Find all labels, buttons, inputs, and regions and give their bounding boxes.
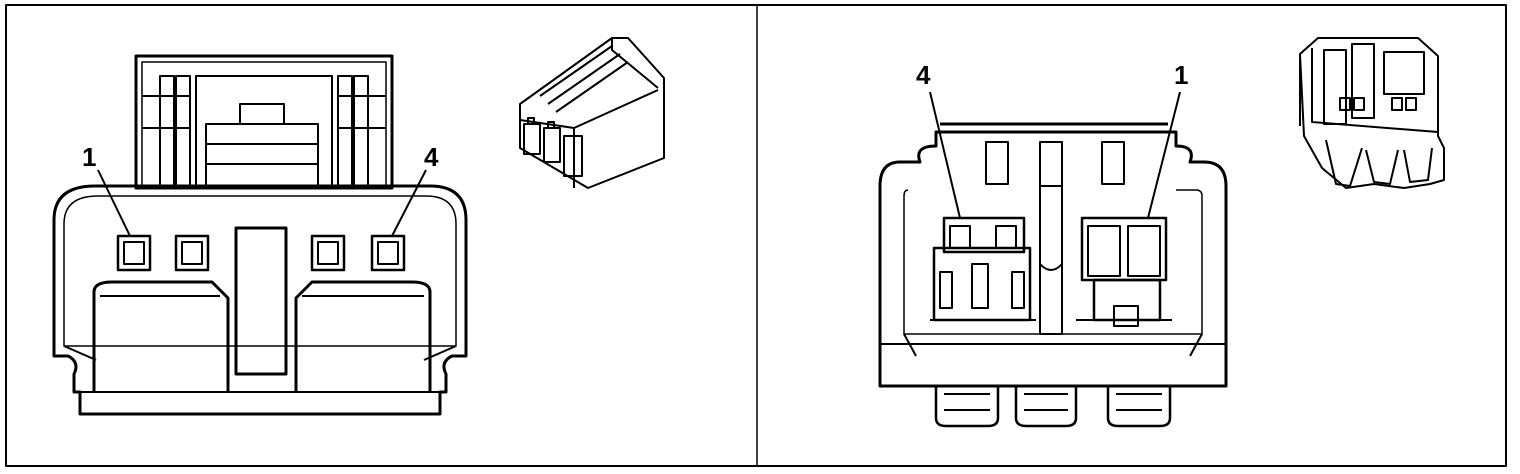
left-pin-cavities — [116, 234, 406, 272]
right-callout-line-pin-1 — [1147, 91, 1181, 219]
right-bottom-bosses — [934, 386, 1172, 428]
left-pin-label-1: 1 — [82, 142, 96, 172]
left-connector-isometric — [519, 37, 665, 189]
callout-line-pin-1 — [97, 169, 131, 237]
right-pin-label-1: 1 — [1174, 60, 1188, 90]
outer-frame — [5, 4, 1507, 467]
right-callout-line-pin-4 — [929, 91, 961, 219]
callout-line-pin-4 — [391, 169, 427, 237]
right-connector-face — [878, 91, 1228, 428]
right-pin-label-4: 4 — [916, 60, 931, 90]
left-connector-face — [52, 54, 468, 416]
left-pin-label-4: 4 — [424, 142, 439, 172]
cavity-pin-4 — [370, 234, 406, 272]
cavity-pin-2 — [174, 234, 210, 272]
cavity-pin-1 — [116, 234, 152, 272]
right-connector-isometric — [1299, 37, 1445, 189]
cavity-pin-3 — [310, 234, 346, 272]
